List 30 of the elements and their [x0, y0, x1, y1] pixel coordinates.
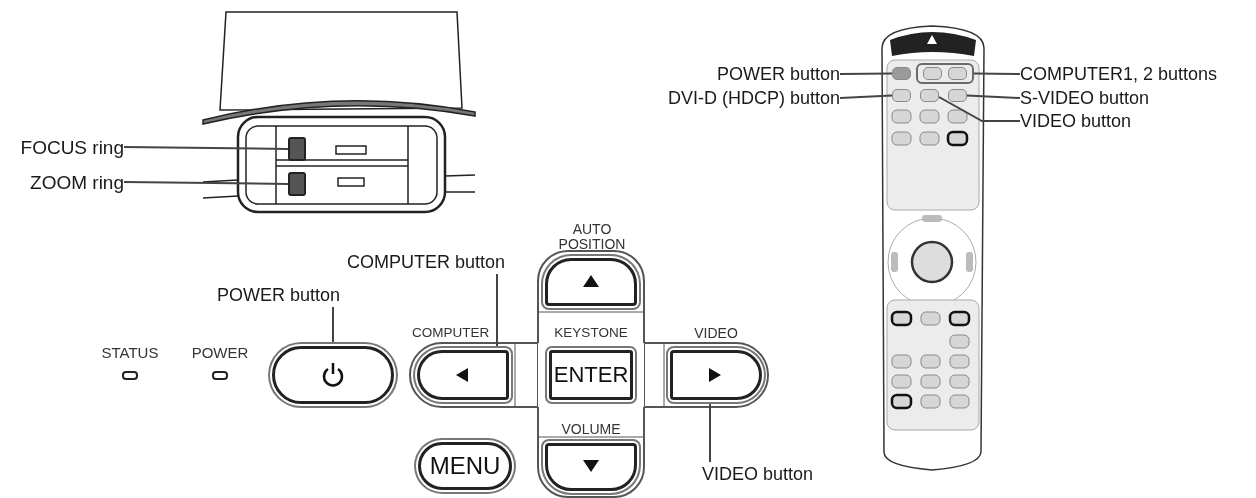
leader-line — [839, 72, 893, 75]
callout-label: POWER button — [200, 283, 340, 307]
leader-line — [123, 146, 289, 150]
key-label: VIDEO — [693, 326, 739, 341]
callout-label: ZOOM ring — [4, 170, 124, 194]
callout-label: S-VIDEO button — [1020, 86, 1220, 110]
key-label: AUTO POSITION — [557, 222, 627, 252]
leader-line — [839, 94, 893, 99]
remote-key — [892, 89, 911, 102]
callout-label: FOCUS ring — [4, 135, 124, 159]
callout-label: POWER button — [680, 62, 840, 86]
key-label: COMPUTER — [412, 326, 488, 341]
leader-line — [966, 94, 1021, 99]
leader-line — [973, 72, 1021, 75]
indicator-label: STATUS — [100, 345, 160, 361]
callout-label: DVI-D (HDCP) button — [600, 86, 840, 110]
callout-label: COMPUTER1, 2 buttons — [1020, 62, 1254, 86]
remote-key-group — [916, 63, 974, 84]
remote-key — [948, 89, 967, 102]
remote-key — [920, 89, 939, 102]
key-label: KEYSTONE — [553, 326, 629, 341]
indicator-label: POWER — [190, 345, 250, 361]
callout-label: VIDEO button — [702, 462, 852, 486]
callout-label: VIDEO button — [1020, 109, 1220, 133]
callout-label: COMPUTER button — [335, 250, 505, 274]
leader-line — [123, 181, 289, 185]
remote-power-key — [892, 67, 911, 80]
key-label: VOLUME — [560, 422, 622, 437]
zoom-ring — [288, 172, 306, 196]
focus-ring — [288, 137, 306, 161]
